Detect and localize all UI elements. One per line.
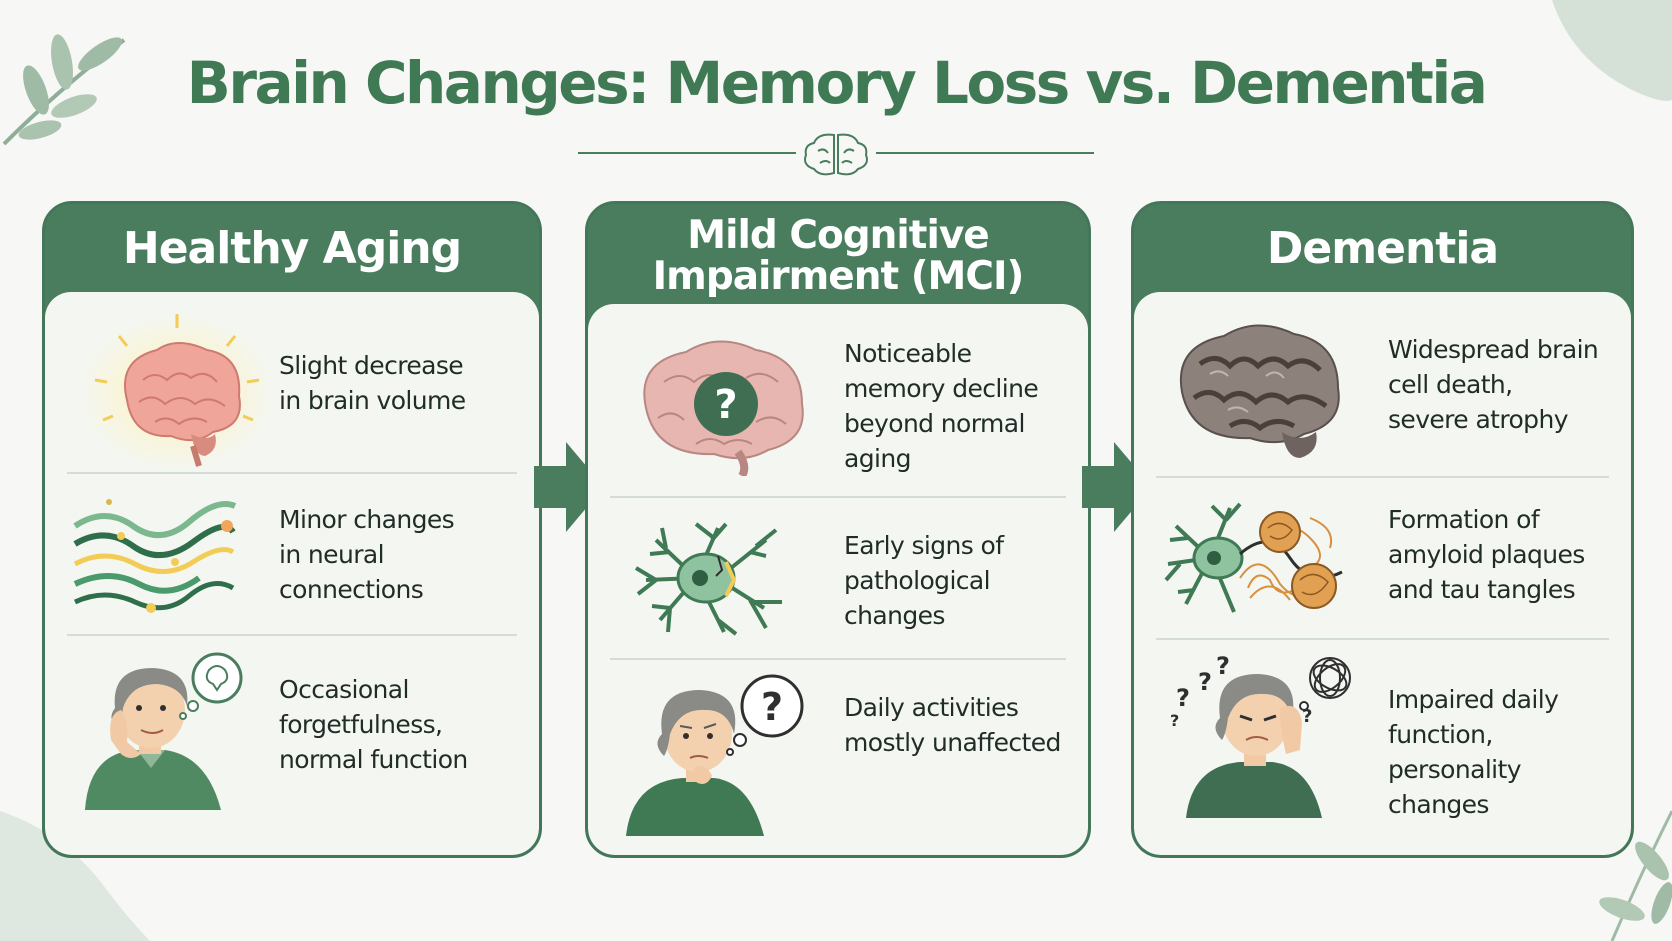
leaf-blob-bottom-left-icon [0,811,150,941]
brain-outline-icon [804,133,868,176]
list-item-text: Widespread brain cell death, severe atro… [1388,335,1599,434]
list-item-text: Slight decrease in brain volume [279,351,466,415]
list-item-text: Minor changes in neural connections [279,505,455,604]
glowing-healthy-brain-icon [79,312,275,472]
row-divider [610,658,1066,660]
list-item: Slight decrease in brain volume [45,292,539,472]
thinking-elderly-person-icon [85,652,243,810]
page-title: Brain Changes: Memory Loss vs. Dementia [186,49,1488,117]
list-item-text: Impaired daily function, personality cha… [1388,685,1559,819]
list-item: Early signs of pathological changes [588,498,1088,658]
row-divider [1156,638,1609,640]
row-divider [610,496,1066,498]
brain-question-icon: ? [643,340,804,476]
panel-body: ? Noticeable memory decline beyond norma… [588,304,1088,855]
leaf-blob-top-right-icon [1552,0,1672,101]
leaf-branch-top-left-icon [2,34,126,146]
panel-body: Widespread brain cell death, severe atro… [1134,292,1631,855]
panel-header: Healthy Aging [122,222,462,274]
svg-text:?: ? [1170,711,1179,730]
svg-text:?: ? [1176,684,1190,712]
title-divider [578,133,1094,176]
panel-body: Slight decrease in brain volume Minor ch… [45,292,539,855]
progression-arrow-icon [534,442,604,532]
list-item: ? ? ? ? ? Impaired daily function, perso… [1134,640,1631,855]
list-item-text: Formation of amyloid plaques and tau tan… [1388,505,1585,604]
neural-connection-waves-icon [73,499,237,613]
list-item: ? Daily activities mostly unaffected [588,660,1088,855]
list-item: Minor changes in neural connections [45,474,539,634]
panel-healthy-aging: Healthy Aging Slight decrease in bra [42,201,542,858]
panel-header: Mild Cognitive Impairment (MCI) [652,213,1025,299]
panel-dementia: Dementia Widespread brain cell death, se… [1131,201,1634,858]
atrophied-brain-icon [1179,324,1340,458]
row-divider [67,472,517,474]
list-item: Widespread brain cell death, severe atro… [1134,292,1631,476]
leaf-branch-bottom-right-icon [1599,810,1672,941]
svg-text:?: ? [1198,668,1212,696]
list-item-text: Noticeable memory decline beyond normal … [844,339,1039,473]
damaged-neuron-icon [634,522,782,636]
list-item: ? Noticeable memory decline beyond norma… [588,304,1088,496]
svg-text:?: ? [714,382,737,428]
neuron-plaques-tangles-icon [1164,502,1343,613]
progression-arrow-icon [1082,442,1152,532]
list-item: Formation of amyloid plaques and tau tan… [1134,478,1631,638]
list-item: Occasional forgetfulness, normal functio… [45,636,539,855]
row-divider [1156,476,1609,478]
row-divider [67,634,517,636]
panel-header: Dementia [1266,222,1499,274]
puzzled-elderly-person-icon: ? [626,674,804,836]
svg-text:?: ? [761,685,783,729]
confused-elderly-person-icon: ? ? ? ? ? [1170,652,1351,818]
list-item-text: Daily activities mostly unaffected [844,693,1061,757]
list-item-text: Early signs of pathological changes [844,531,1004,630]
svg-text:?: ? [1216,652,1230,680]
panel-mild-cognitive-impairment: Mild Cognitive Impairment (MCI) ? Notice… [585,201,1091,858]
svg-text:?: ? [1302,706,1312,727]
list-item-text: Occasional forgetfulness, normal functio… [279,675,468,774]
